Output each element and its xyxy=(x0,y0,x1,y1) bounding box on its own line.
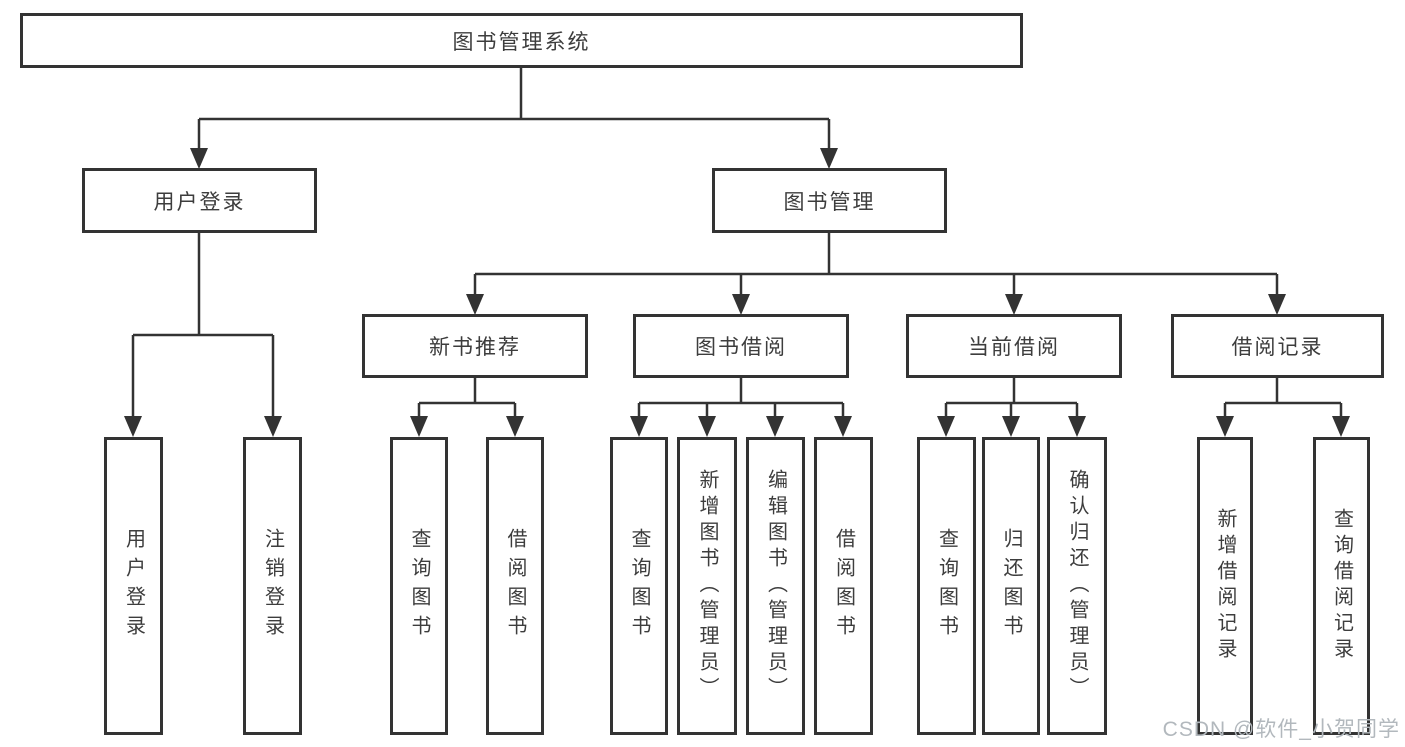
node-label: 用户登录 xyxy=(153,190,246,214)
node-label: 图书管理系统 xyxy=(452,30,591,54)
connector-lines xyxy=(131,68,1343,433)
leaf-add-borrow-record: 新增借阅记录 xyxy=(1197,437,1253,735)
leaf-label: 查询图书 xyxy=(628,528,650,644)
node-current-borrowing: 当前借阅 xyxy=(906,314,1122,378)
leaf-label: 借阅图书 xyxy=(832,528,855,644)
leaf-query-books-current: 查询图书 xyxy=(917,437,976,735)
node-library-management-system: 图书管理系统 xyxy=(20,13,1023,68)
leaf-label: 用户登录 xyxy=(122,528,145,644)
node-label: 借阅记录 xyxy=(1231,336,1324,359)
node-label: 图书管理 xyxy=(783,190,876,214)
leaf-query-borrow-record: 查询借阅记录 xyxy=(1313,437,1370,735)
leaf-label: 注销登录 xyxy=(261,528,284,644)
leaf-return-books: 归还图书 xyxy=(982,437,1040,735)
node-label: 新书推荐 xyxy=(429,336,521,359)
leaf-add-book-admin: 新增图书（管理员） xyxy=(677,437,737,735)
leaf-label: 编辑图书（管理员） xyxy=(764,469,787,703)
node-borrowing-records: 借阅记录 xyxy=(1171,314,1384,378)
leaf-label: 新增图书（管理员） xyxy=(696,469,718,703)
leaf-confirm-return-admin: 确认归还（管理员） xyxy=(1047,437,1107,735)
leaf-label: 查询借阅记录 xyxy=(1330,508,1353,664)
leaf-logout: 注销登录 xyxy=(243,437,302,735)
leaf-query-books-borrowing: 查询图书 xyxy=(610,437,668,735)
leaf-borrow-books-borrowing: 借阅图书 xyxy=(814,437,873,735)
leaf-label: 确认归还（管理员） xyxy=(1066,469,1088,703)
leaf-label: 借阅图书 xyxy=(504,528,526,644)
node-user-login: 用户登录 xyxy=(82,168,317,233)
node-label: 当前借阅 xyxy=(968,336,1060,359)
csdn-watermark: CSDN @软件_小贺同学 xyxy=(1162,718,1400,741)
leaf-label: 新增借阅记录 xyxy=(1214,508,1236,664)
leaf-label: 查询图书 xyxy=(935,528,958,644)
leaf-label: 归还图书 xyxy=(1000,528,1022,644)
leaf-label: 查询图书 xyxy=(408,528,430,644)
node-new-book-recommendation: 新书推荐 xyxy=(362,314,588,378)
node-book-management: 图书管理 xyxy=(712,168,947,233)
node-book-borrowing: 图书借阅 xyxy=(633,314,849,378)
leaf-query-books-recommend: 查询图书 xyxy=(390,437,448,735)
leaf-edit-book-admin: 编辑图书（管理员） xyxy=(746,437,805,735)
leaf-user-login: 用户登录 xyxy=(104,437,163,735)
leaf-borrow-books-recommend: 借阅图书 xyxy=(486,437,544,735)
node-label: 图书借阅 xyxy=(695,336,787,359)
arrowhead-icons xyxy=(124,148,1350,437)
